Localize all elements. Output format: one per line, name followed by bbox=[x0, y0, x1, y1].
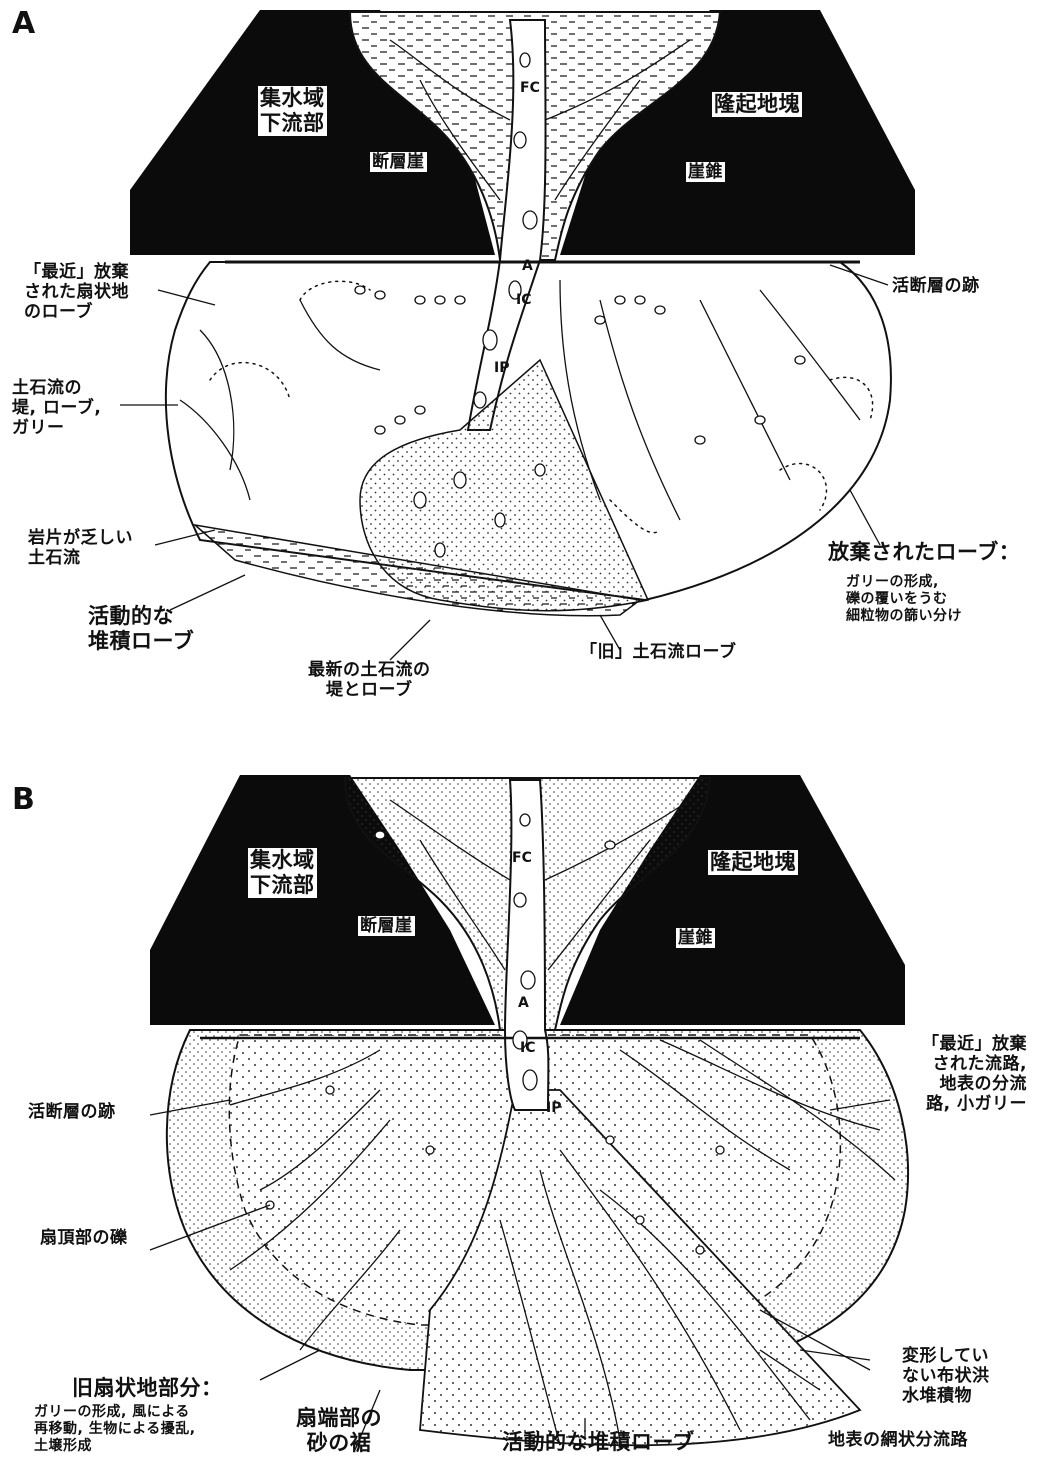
fault-trace-label: 活断層の跡 bbox=[28, 1102, 116, 1122]
fault-scarp-label: 断層崖 bbox=[358, 916, 415, 936]
active-lobe-label: 活動的な堆積ローブ bbox=[502, 1430, 694, 1455]
talus-label: 崖錐 bbox=[676, 928, 715, 948]
ip-tag: IP bbox=[494, 360, 509, 376]
panel-b-label: B bbox=[12, 782, 35, 817]
old-fan-title: 旧扇状地部分： bbox=[72, 1376, 223, 1401]
uplifted-block-label: 隆起地塊 bbox=[712, 92, 802, 117]
apex-gravel-label: 扇頂部の礫 bbox=[40, 1228, 128, 1248]
catchment-label: 集水域 下流部 bbox=[248, 848, 317, 898]
braided-channels-label: 地表の網状分流路 bbox=[828, 1430, 968, 1450]
newest-lobe-label: 最新の土石流の 堤とローブ bbox=[308, 660, 431, 700]
a-tag: A bbox=[522, 258, 533, 274]
panel-a: A 集水域 下流部 隆起地塊 断層崖 崖錐 FC A IC IP 活断層の跡 「… bbox=[0, 0, 1056, 720]
abandoned-lobe-desc: ガリーの形成, 礫の覆いをうむ 細粒物の篩い分け bbox=[846, 574, 962, 625]
recent-abandoned-label: 「最近」放棄 された扇状地 のローブ bbox=[24, 262, 129, 322]
catchment-label: 集水域 下流部 bbox=[258, 86, 327, 136]
active-lobe-label: 活動的な 堆積ローブ bbox=[88, 604, 194, 654]
fault-trace-label: 活断層の跡 bbox=[892, 276, 980, 296]
a-tag: A bbox=[518, 995, 529, 1011]
toe-sand-label: 扇端部の 砂の裾 bbox=[296, 1406, 382, 1456]
old-fan-desc: ガリーの形成, 風による 再移動, 生物による擾乱, 土壌形成 bbox=[34, 1404, 196, 1455]
fc-tag: FC bbox=[520, 80, 540, 96]
feeder-channel bbox=[505, 780, 548, 1110]
clast-poor-label: 岩片が乏しい 土石流 bbox=[28, 528, 133, 568]
ic-tag: IC bbox=[520, 1040, 535, 1056]
uplifted-block-label: 隆起地塊 bbox=[708, 850, 798, 875]
levee-label: 土石流の 堤, ローブ, ガリー bbox=[12, 378, 101, 438]
panel-b: B 集水域 下流部 隆起地塊 断層崖 崖錐 FC A IC IP 活断層の跡 「… bbox=[0, 750, 1056, 1460]
panel-a-label: A bbox=[12, 6, 35, 41]
talus-label: 崖錐 bbox=[686, 162, 725, 182]
unmodified-sheetflood-label: 変形してい ない布状洪 水堆積物 bbox=[902, 1346, 990, 1406]
recent-abandoned-label: 「最近」放棄 された流路, 地表の分流 路, 小ガリー bbox=[922, 1034, 1027, 1114]
abandoned-lobe-title: 放棄されたローブ： bbox=[828, 540, 1020, 565]
fc-tag: FC bbox=[512, 850, 532, 866]
fault-scarp-label: 断層崖 bbox=[370, 152, 427, 172]
ic-tag: IC bbox=[516, 292, 531, 308]
ip-tag: IP bbox=[546, 1100, 561, 1116]
old-lobe-label: 「旧」土石流ローブ bbox=[580, 642, 736, 662]
